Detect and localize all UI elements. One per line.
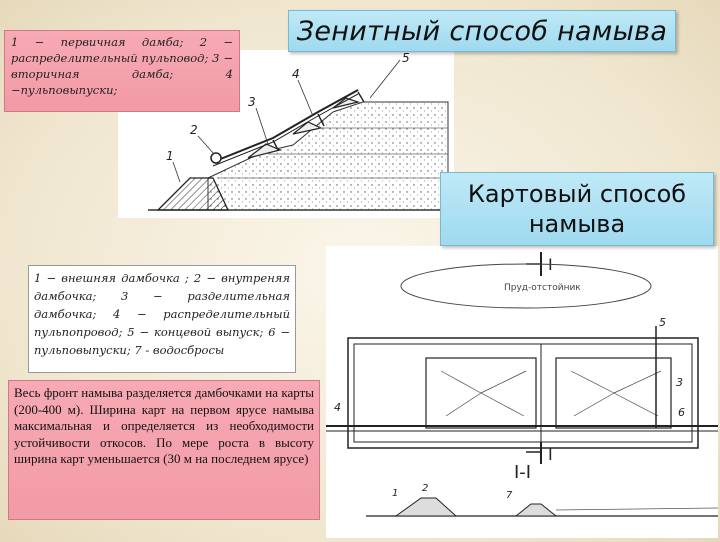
- map-method-figure: I Пруд-отстойник 5 3 6 4 I I-I: [326, 246, 719, 538]
- section-title: I-I: [514, 462, 531, 483]
- label-3: 3: [248, 95, 256, 109]
- map-method-legend: 1 − внешняя дамбочка ; 2 − внутреняя дам…: [28, 265, 296, 373]
- primary-dam: [156, 177, 230, 211]
- secondary-dam: [292, 121, 323, 135]
- inner-map: [555, 357, 672, 429]
- description-text: Весь фронт намыва разделяется дамбочками…: [8, 380, 320, 520]
- settling-pond: [400, 263, 652, 309]
- section-mark-bottom: I: [548, 445, 553, 464]
- pulp-outlet: [357, 91, 365, 103]
- zenith-title: Зенитный способ намыва: [288, 10, 676, 52]
- label-3: 3: [676, 376, 683, 389]
- label-6: 6: [678, 406, 685, 419]
- pulp-outlet: [317, 113, 325, 127]
- map-method-title-line2: намыва: [528, 210, 626, 238]
- fill-body: [207, 101, 449, 211]
- pulp-outlet: [272, 139, 279, 151]
- secondary-dam: [332, 97, 361, 109]
- secondary-dam: [247, 143, 282, 159]
- label-4: 4: [292, 67, 300, 81]
- label-5: 5: [402, 51, 410, 65]
- inner-map: [425, 357, 537, 429]
- label-5: 5: [659, 316, 666, 329]
- pipe-section: [210, 152, 222, 164]
- section-label-2: 2: [422, 483, 428, 494]
- distribution-pipeline: [212, 89, 359, 163]
- zenith-legend: 1 − первичная дамба; 2 − распределительн…: [4, 30, 240, 112]
- section-dam: [394, 497, 458, 517]
- label-2: 2: [190, 123, 198, 137]
- map-method-title: Картовый способ намыва: [440, 172, 714, 246]
- label-1: 1: [166, 149, 174, 163]
- section-dam: [514, 503, 558, 517]
- outer-dam: [347, 337, 699, 449]
- map-method-title-line1: Картовый способ: [467, 180, 687, 208]
- label-4: 4: [334, 401, 341, 414]
- section-label-1: 1: [392, 488, 398, 499]
- pond-label: Пруд-отстойник: [504, 283, 581, 293]
- zenith-method-figure: 1 2 3 4 5: [118, 50, 454, 218]
- section-label-7: 7: [506, 490, 513, 501]
